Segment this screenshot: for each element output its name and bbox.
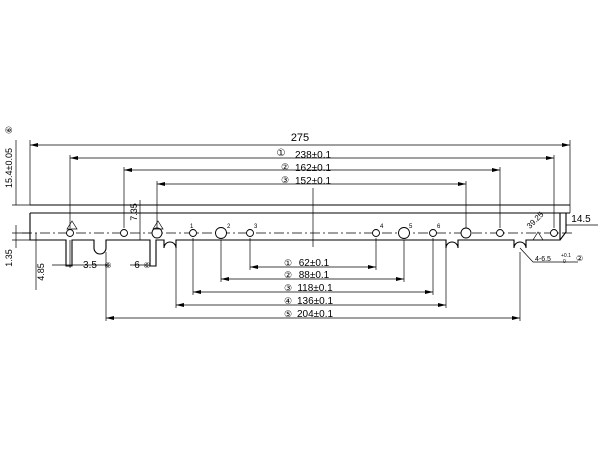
dim-88: 88±0.1	[299, 270, 330, 281]
circle-mark: ③	[281, 175, 289, 185]
circle-mark: ②	[576, 254, 583, 263]
hole-mark: 1	[190, 224, 194, 230]
hole	[372, 229, 380, 237]
dim-slot-depth: 4.85	[36, 263, 46, 281]
hole	[151, 227, 163, 239]
left-dimensions: 15.4±0.05 ⑥ 1.35 4.85 7.35 3.5 ⑥ 6 ⑥	[4, 126, 151, 290]
right-dimensions: 14.5 39.25 4-6.5 +0.1 0 ②	[519, 210, 598, 265]
triangle-marker	[532, 231, 544, 241]
hole	[429, 229, 437, 237]
circle-mark: ⑥	[4, 126, 14, 134]
hole	[189, 229, 197, 237]
holes	[66, 227, 558, 239]
hole-spec: 4-6.5	[535, 256, 551, 263]
hole	[460, 227, 472, 239]
hole-mark: 6	[437, 224, 441, 230]
circle-mark: ①	[284, 258, 292, 268]
dim-162: 162±0.1	[295, 163, 332, 174]
circle-mark: ⑥	[104, 261, 111, 270]
circle-mark: ⑥	[143, 261, 150, 270]
circle-mark: ②	[281, 162, 289, 172]
dim-118: 118±0.1	[297, 283, 333, 294]
hole-mark: 5	[409, 224, 413, 230]
hole-mark: 4	[380, 224, 384, 230]
bottom-dimensions: ① 62±0.1 ② 88±0.1 ③ 118±0.1 ④ 136±0.1 ⑤	[105, 238, 521, 321]
part-outline	[29, 204, 571, 267]
dim-hole-height: 7.35	[129, 203, 139, 221]
triangle-markers: 1 2 3 4 5 6	[66, 220, 544, 241]
hole-mark: 2	[227, 224, 231, 230]
dim-left-offset: 3.5	[83, 260, 97, 271]
dim-overall-length: 275	[291, 132, 309, 144]
dim-slot-width: 6	[134, 260, 140, 271]
hole-tol-upper: +0.1	[561, 253, 571, 259]
hole	[550, 229, 558, 237]
circle-mark: ②	[284, 270, 292, 280]
circle-mark: ④	[284, 296, 292, 306]
dim-136: 136±0.1	[297, 296, 334, 307]
hole	[496, 229, 504, 237]
dim-edge: 1.35	[4, 249, 14, 267]
hole	[215, 227, 227, 239]
hole	[66, 229, 74, 237]
dim-62: 62±0.1	[299, 258, 330, 269]
dim-204: 204±0.1	[297, 309, 334, 320]
hole	[398, 227, 410, 239]
triangle-marker	[152, 220, 164, 230]
circle-mark: ⑤	[284, 309, 292, 319]
dim-height: 15.4±0.05	[4, 148, 14, 188]
circle-mark: ③	[284, 283, 292, 293]
dim-right-offset: 14.5	[571, 214, 591, 225]
dim-152: 152±0.1	[295, 176, 332, 187]
triangle-marker	[66, 220, 78, 230]
hole	[120, 229, 128, 237]
hole-mark: 3	[254, 224, 258, 230]
hole	[246, 229, 254, 237]
hole-tol-lower: 0	[563, 259, 566, 265]
circle-mark: ①	[277, 148, 286, 159]
dim-238: 238±0.1	[295, 150, 332, 161]
top-dimensions: 275 ① 238±0.1 ② 162±0.1 ③ 152±0.1	[29, 132, 571, 247]
